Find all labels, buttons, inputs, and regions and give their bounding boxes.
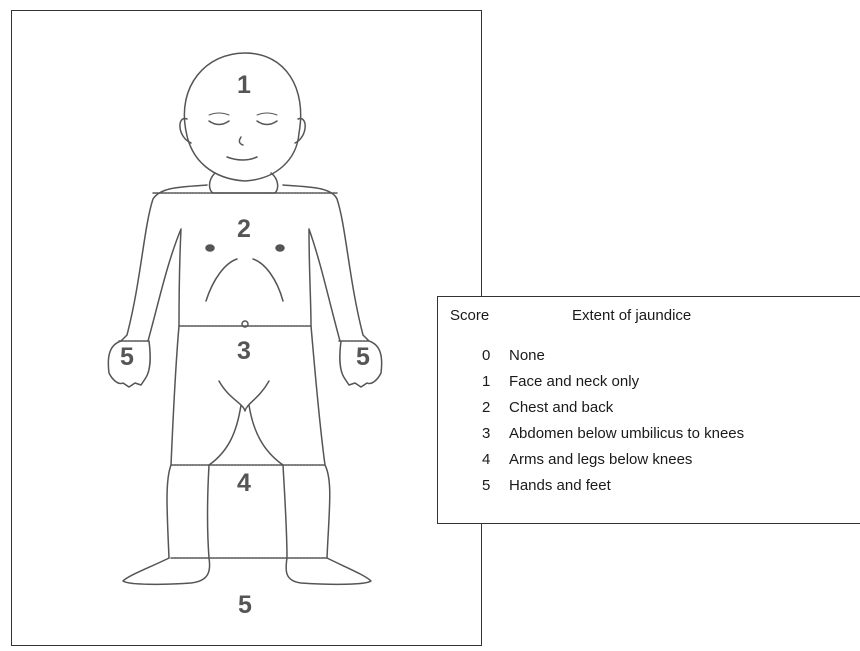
table-row: 3 Abdomen below umbilicus to knees [438,425,860,445]
mouth [227,157,257,160]
rib-left [206,259,237,301]
nose [239,137,243,145]
zone-label-chest: 2 [237,215,251,243]
header-extent: Extent of jaundice [572,307,691,324]
table-row: 0 None [438,347,860,367]
infant-body-diagram: 1 2 3 4 5 5 5 [1,1,481,651]
score-value: 4 [482,451,502,468]
table-row: 1 Face and neck only [438,373,860,393]
zone-label-feet: 5 [238,591,252,619]
eye-right-lid [257,113,277,115]
score-value: 5 [482,477,502,494]
table-row: 2 Chest and back [438,399,860,419]
table-row: 5 Hands and feet [438,477,860,497]
foot-left [123,558,210,584]
eye-left-lid [209,113,229,115]
zone-label-abdomen: 3 [237,337,251,365]
extent-value: Abdomen below umbilicus to knees [509,425,744,442]
jaundice-score-table: Score Extent of jaundice 0 None 1 Face a… [437,296,860,524]
eye-right [257,121,277,125]
score-value: 1 [482,373,502,390]
body-diagram-panel: 1 2 3 4 5 5 5 [11,10,482,646]
torso-arms-outline [121,185,369,341]
score-value: 3 [482,425,502,442]
inner-arm-right [309,229,340,341]
table-row: 4 Arms and legs below knees [438,451,860,471]
eye-left [209,121,229,125]
header-score: Score [450,307,489,324]
score-value: 2 [482,399,502,416]
zone-label-legs: 4 [237,469,251,497]
extent-value: None [509,347,545,364]
zone-label-hand-left: 5 [120,343,134,371]
extent-value: Chest and back [509,399,613,416]
extent-value: Face and neck only [509,373,639,390]
extent-value: Hands and feet [509,477,611,494]
score-value: 0 [482,347,502,364]
inner-arm-left [148,229,181,341]
zone-label-head: 1 [237,71,251,99]
rib-right [253,259,283,301]
foot-right [286,558,371,584]
extent-value: Arms and legs below knees [509,451,692,468]
zone-label-hand-right: 5 [356,343,370,371]
